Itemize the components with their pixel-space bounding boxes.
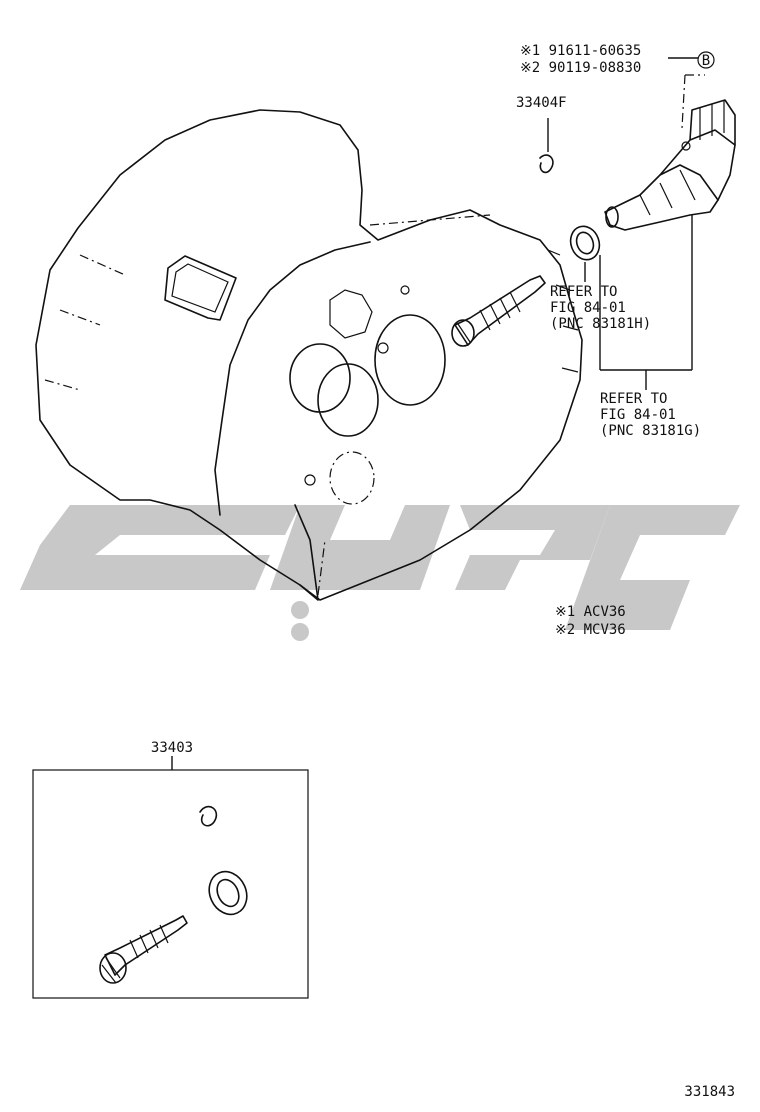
ref-g-line3: (PNC 83181G) xyxy=(600,423,701,439)
kit-number-label: 33403 xyxy=(151,740,193,756)
model-note-1: ※1 ACV36 xyxy=(555,604,626,620)
speed-sensor xyxy=(604,99,736,231)
part-label-33404f: 33404F xyxy=(516,95,567,111)
kit-clip xyxy=(199,805,218,827)
figure-number: 331843 xyxy=(684,1084,735,1100)
model-note-2: ※2 MCV36 xyxy=(555,622,626,638)
kit-33403-box: 33403 xyxy=(32,740,309,999)
circle-ref-letter: B xyxy=(702,53,710,69)
kit-o-ring xyxy=(208,870,248,916)
ref-h-line2: FIG 84-01 xyxy=(550,300,626,316)
speedometer-driven-gear xyxy=(451,275,546,347)
ref-g-line2: FIG 84-01 xyxy=(600,407,676,423)
watermark-logo xyxy=(20,505,740,641)
ref-h-line3: (PNC 83181H) xyxy=(550,316,651,332)
kit-driven-gear xyxy=(99,915,188,984)
ref-h-line1: REFER TO xyxy=(550,284,617,300)
reference-leaders xyxy=(599,215,693,390)
note1-part-code: ※1 91611-60635 xyxy=(520,43,641,59)
circle-ref-b: B xyxy=(668,51,715,129)
ref-g-line1: REFER TO xyxy=(600,391,667,407)
transaxle-housing xyxy=(35,109,583,601)
clip-33404f xyxy=(539,118,554,174)
o-ring-seal xyxy=(569,225,601,282)
note2-part-code: ※2 90119-08830 xyxy=(520,60,641,76)
